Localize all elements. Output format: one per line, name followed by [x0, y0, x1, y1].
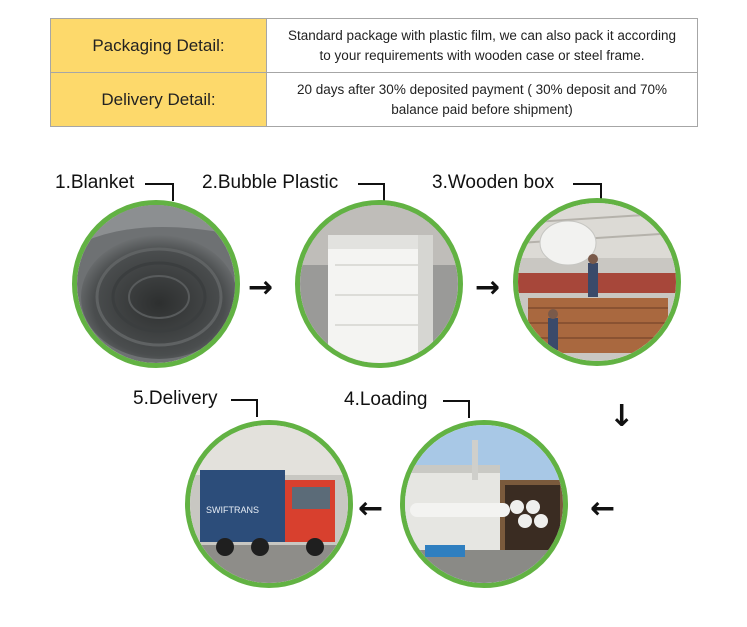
- table-row-delivery: Delivery Detail: 20 days after 30% depos…: [50, 72, 698, 127]
- step-4-leader: [443, 400, 470, 418]
- step-5-leader: [231, 399, 258, 417]
- arrow-right-icon: →: [475, 270, 501, 305]
- step-4-title: 4.Loading: [344, 389, 428, 410]
- packaging-label: Packaging Detail:: [50, 18, 267, 73]
- packaging-value: Standard package with plastic film, we c…: [266, 18, 698, 73]
- table-row-packaging: Packaging Detail: Standard package with …: [50, 18, 698, 73]
- delivery-value: 20 days after 30% deposited payment ( 30…: [266, 72, 698, 127]
- bubble-plastic-photo: [295, 200, 463, 368]
- delivery-label: Delivery Detail:: [50, 72, 267, 127]
- step-3-title: 3.Wooden box: [432, 172, 555, 193]
- delivery-value-line1: 20 days after 30% deposited payment ( 30…: [297, 81, 667, 97]
- step-1-title: 1.Blanket: [55, 172, 135, 193]
- bubble-plastic-image: [300, 205, 458, 363]
- arrow-down-icon: ↓: [609, 399, 635, 434]
- step-2-title: 2.Bubble Plastic: [202, 172, 339, 193]
- detail-table: Packaging Detail: Standard package with …: [50, 18, 698, 127]
- step-3-leader: [573, 183, 602, 201]
- blanket-image: [77, 205, 235, 363]
- delivery-image: SWIFTRANS: [190, 425, 348, 583]
- arrow-left-icon: ←: [358, 491, 384, 526]
- step-2-leader: [358, 183, 385, 201]
- step-5-title: 5.Delivery: [133, 388, 218, 409]
- loading-image: [405, 425, 563, 583]
- truck-sign: SWIFTRANS: [206, 505, 259, 515]
- packaging-value-line2: to your requirements with wooden case or…: [319, 47, 645, 63]
- wooden-box-photo: [513, 198, 681, 366]
- blanket-photo: [72, 200, 240, 368]
- step-1-leader: [145, 183, 174, 201]
- arrow-left-icon: ←: [590, 491, 616, 526]
- loading-photo: [400, 420, 568, 588]
- arrow-right-icon: →: [248, 270, 274, 305]
- wooden-box-image: [518, 203, 676, 361]
- delivery-value-line2: balance paid before shipment): [391, 101, 573, 117]
- delivery-photo: SWIFTRANS: [185, 420, 353, 588]
- packaging-value-line1: Standard package with plastic film, we c…: [288, 27, 676, 43]
